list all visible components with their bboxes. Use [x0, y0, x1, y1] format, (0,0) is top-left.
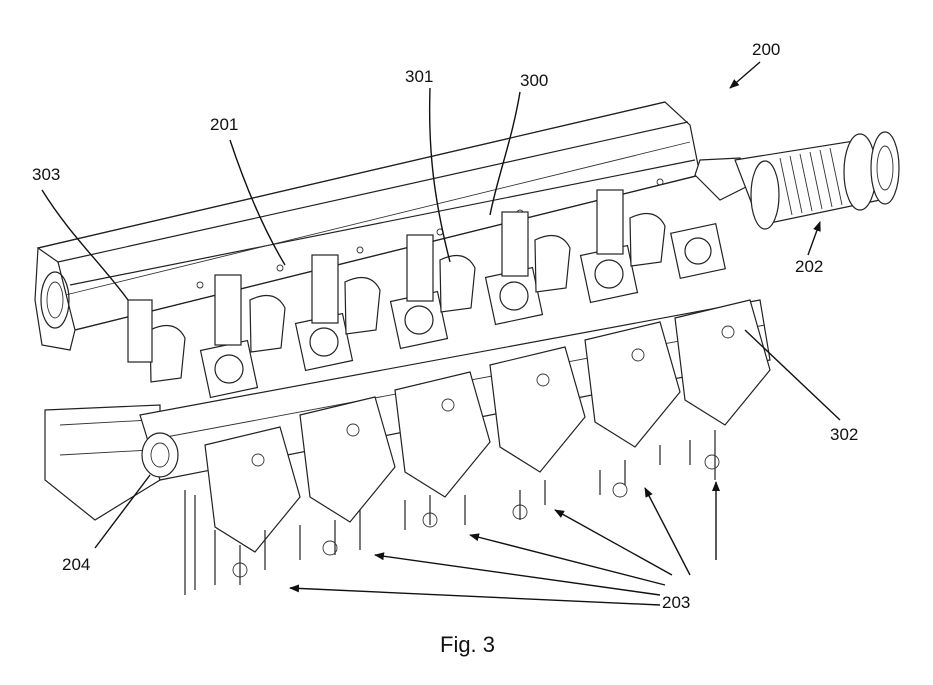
label-301: 301: [405, 67, 433, 86]
label-203: 203: [662, 593, 690, 612]
label-201: 201: [210, 115, 238, 134]
label-202: 202: [795, 257, 823, 276]
exhaust-bellows: [695, 132, 899, 229]
label-200: 200: [752, 40, 780, 59]
engine-drawing: [35, 102, 899, 595]
label-302: 302: [830, 425, 858, 444]
label-303: 303: [32, 165, 60, 184]
end-flange: [142, 433, 178, 477]
figure-caption: Fig. 3: [440, 632, 495, 657]
label-204: 204: [62, 555, 90, 574]
label-300: 300: [520, 71, 548, 90]
